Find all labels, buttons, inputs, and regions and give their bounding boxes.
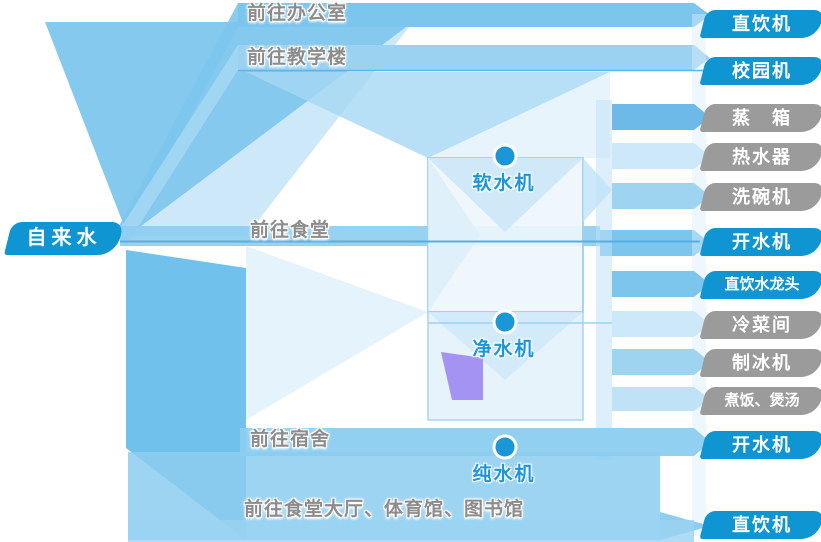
- device-label-pure-water: 纯水机: [472, 464, 536, 485]
- branch-label-hall-gym-library: 前往食堂大厅、体育馆、图书馆: [244, 499, 525, 520]
- device-label-softener: 软水机: [472, 173, 536, 194]
- source-pill-tap-water: 自来水: [3, 222, 125, 255]
- branch-label-dormitory: 前往宿舍: [250, 429, 331, 450]
- output-label: 直饮机: [732, 14, 792, 34]
- output-label: 煮饭、煲汤: [724, 392, 800, 409]
- output-label: 开水机: [732, 232, 792, 252]
- output-label: 开水机: [732, 435, 792, 455]
- output-pill-cold-dish-room: 冷菜间: [699, 311, 821, 339]
- branch-label-canteen: 前往食堂: [250, 220, 331, 241]
- output-label: 蒸 箱: [732, 108, 792, 128]
- branch-label-office: 前往办公室: [247, 3, 348, 24]
- output-label: 直饮水龙头: [724, 276, 800, 293]
- output-pill-boiler-2: 开水机: [699, 431, 821, 459]
- output-pill-boiler-1: 开水机: [699, 228, 821, 256]
- output-pill-ice-maker: 制冰机: [699, 349, 821, 377]
- output-pill-direct-drink-1: 直饮机: [699, 10, 821, 38]
- branch-label-teaching: 前往教学楼: [247, 47, 348, 68]
- output-label: 热水器: [732, 147, 792, 167]
- softener-node-dot: [492, 143, 518, 169]
- output-label: 直饮机: [732, 515, 792, 535]
- output-pill-steamer: 蒸 箱: [699, 104, 821, 132]
- output-pill-direct-drink-2: 直饮机: [699, 511, 821, 539]
- output-label: 制冰机: [732, 353, 792, 373]
- pure-water-node-dot: [492, 434, 518, 460]
- output-pill-water-heater: 热水器: [699, 143, 821, 171]
- device-label-purifier: 净水机: [472, 339, 536, 360]
- output-pill-drinking-faucet: 直饮水龙头: [699, 271, 821, 299]
- output-pill-cooking-soup: 煮饭、煲汤: [699, 387, 821, 415]
- output-label: 冷菜间: [732, 315, 792, 335]
- purifier-node-dot: [492, 309, 518, 335]
- output-pill-dishwasher: 洗碗机: [699, 183, 821, 211]
- output-pill-campus-machine: 校园机: [699, 57, 821, 85]
- output-label: 校园机: [732, 61, 792, 81]
- source-label: 自来水: [26, 227, 102, 249]
- output-label: 洗碗机: [732, 187, 792, 207]
